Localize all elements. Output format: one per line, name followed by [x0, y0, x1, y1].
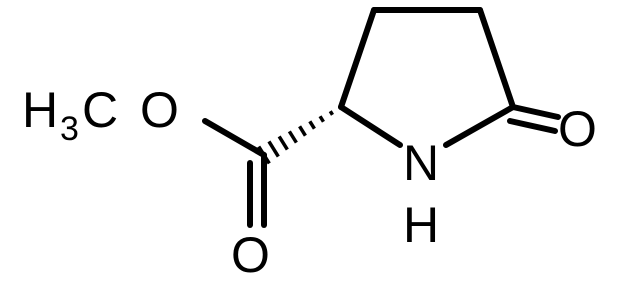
atom-label-methyl-h: H — [22, 82, 58, 138]
hash-wedge-segment — [308, 120, 316, 130]
bond-c4-c5 — [477, 7, 516, 110]
atom-label-lactam-o: O — [558, 101, 597, 157]
hash-wedge-segment — [298, 125, 307, 137]
atom-label-methyl-subscript: 3 — [60, 110, 79, 148]
bond-c5-o-lactam-2 — [507, 118, 558, 134]
hash-wedge-segment — [287, 130, 298, 144]
atom-label-ring-nh: H — [403, 197, 439, 253]
atom-label-ether-o: O — [140, 82, 179, 138]
hash-wedge-segment — [318, 115, 325, 123]
hash-wedge-segment — [277, 135, 289, 151]
hash-wedge-segment — [267, 140, 280, 158]
atom-label-ring-n: N — [403, 135, 439, 191]
stereo-hash-wedge — [257, 105, 344, 165]
hash-wedge-segment — [338, 105, 344, 109]
bond-c5-o-lactam-1 — [510, 104, 561, 120]
bond-c2-c3 — [338, 7, 377, 110]
atom-label-carbonyl-o: O — [231, 227, 270, 283]
bond-c5-n — [443, 104, 516, 148]
bond-ester-c-o-ether — [202, 118, 267, 158]
bond-c2-n — [338, 104, 403, 148]
atom-label-methyl-c: C — [82, 82, 118, 138]
hash-wedge-segment — [328, 110, 334, 116]
